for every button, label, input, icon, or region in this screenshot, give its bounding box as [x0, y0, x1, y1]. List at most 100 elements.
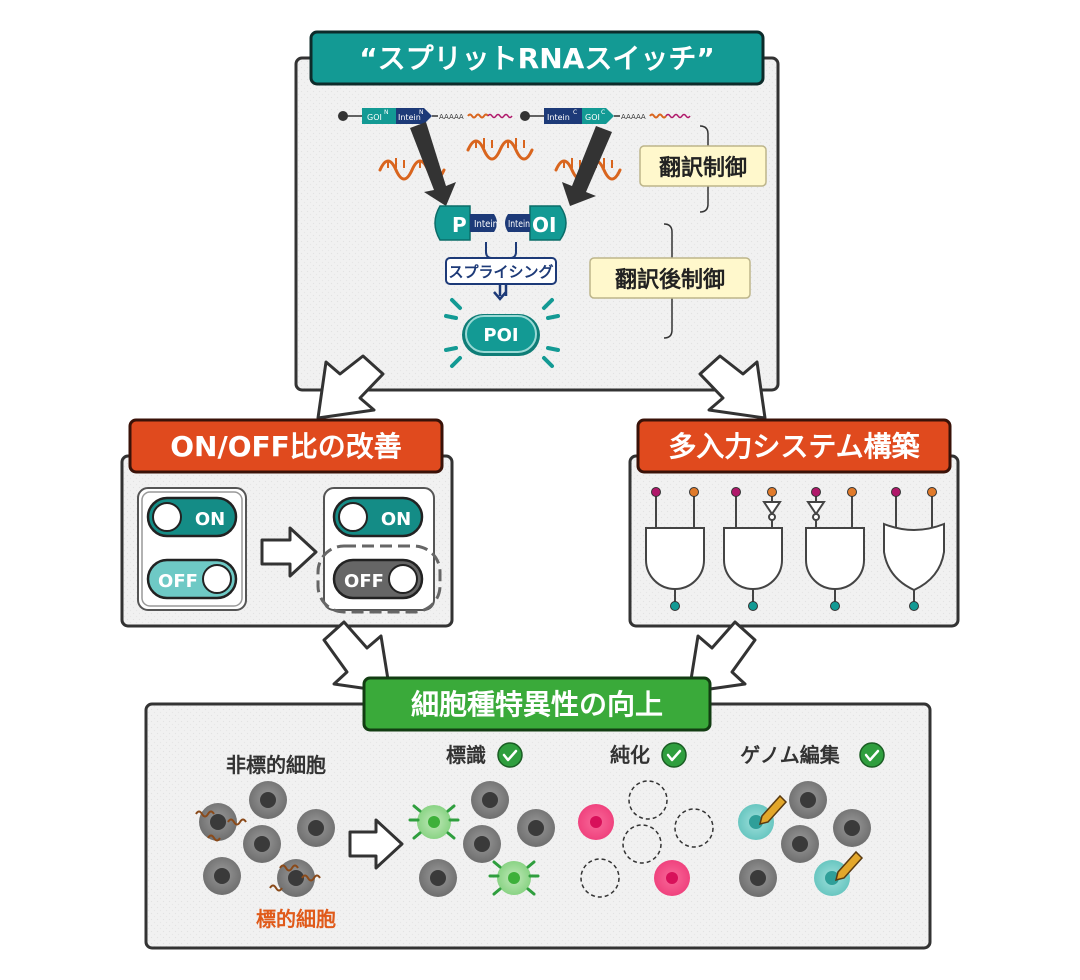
- cell-population-purification: [578, 780, 714, 898]
- translation-arrow-right: [562, 126, 612, 206]
- polya-c: AAAAA: [621, 113, 646, 121]
- flow-arrow-right-to-bottom: [687, 620, 757, 694]
- flow-arrow-left-to-bottom: [322, 620, 392, 694]
- svg-text:OFF: OFF: [158, 571, 198, 592]
- rna-strand-icon: [466, 139, 534, 161]
- off-highlight-dashed: [316, 544, 442, 614]
- application-genome-editing: ゲノム編集: [740, 742, 885, 768]
- svg-text:C: C: [601, 109, 605, 116]
- cell-population-labeling: [408, 781, 555, 897]
- svg-text:純化: 純化: [610, 743, 650, 767]
- svg-text:N: N: [384, 109, 389, 116]
- cell-gray-icon: [419, 859, 457, 897]
- goi-n-block: [362, 108, 396, 124]
- bottom-panel-title: 細胞種特異性の向上: [411, 688, 663, 721]
- top-panel-title: “スプリットRNAスイッチ”: [359, 42, 714, 75]
- svg-text:Intein: Intein: [547, 113, 570, 122]
- right-panel-title: 多入力システム構築: [668, 430, 920, 463]
- or-gate-icon: [883, 494, 945, 604]
- polya-n: AAAAA: [439, 113, 464, 121]
- svg-text:C: C: [573, 109, 577, 116]
- svg-text:P: P: [452, 213, 467, 237]
- bottom-panel-title-bg: [362, 676, 712, 732]
- right-panel: 多入力システム構築: [628, 418, 960, 628]
- translation-control-box: [639, 145, 767, 187]
- cell-population-editing: [738, 781, 871, 897]
- application-labeling: 標識: [446, 742, 523, 768]
- cell-gray-icon: [833, 809, 871, 847]
- translation-control-label: 翻訳制御: [659, 155, 747, 181]
- svg-text:GOI: GOI: [585, 113, 600, 122]
- removed-cell-icon: [628, 780, 668, 820]
- application-purification: 純化: [610, 742, 687, 768]
- intein-c-block: [544, 108, 582, 124]
- glow-rays-icon: [408, 804, 540, 896]
- svg-text:Intein: Intein: [508, 219, 530, 230]
- check-icon: [661, 742, 687, 768]
- cell-gray-icon: [243, 825, 281, 863]
- cell-gray-icon: [517, 809, 555, 847]
- goi-c-block: [582, 108, 614, 124]
- splicing-label: スプライシング: [448, 263, 553, 281]
- removed-cell-icon: [580, 858, 620, 898]
- on-switch-after: ON: [332, 496, 424, 538]
- off-switch-after: OFF: [332, 558, 424, 600]
- split-fragment-right: OI Intein: [505, 205, 567, 241]
- translation-arrow-left: [410, 122, 456, 206]
- pencil-edit-icon: [758, 794, 864, 882]
- off-switch-before: OFF: [146, 558, 238, 600]
- on-switch-before: ON: [146, 496, 238, 538]
- check-icon: [497, 742, 523, 768]
- left-panel: ON/OFF比の改善 ON OFF ON OFF: [120, 418, 454, 628]
- target-cells-label: 標的細胞: [256, 907, 336, 931]
- left-panel-title-bg: [128, 418, 444, 474]
- cell-gray-icon: [789, 781, 827, 819]
- cell-pink-icon: [654, 860, 690, 896]
- svg-text:OFF: OFF: [344, 571, 384, 592]
- cell-green-icon: [497, 861, 531, 895]
- selection-arrow-icon: [348, 818, 404, 870]
- goi-n-label: GOI: [367, 113, 382, 122]
- post-translation-control-label: 翻訳後制御: [615, 267, 725, 293]
- cell-population-mixed: [195, 781, 335, 897]
- cell-gray-icon: [739, 859, 777, 897]
- removed-cell-icon: [622, 824, 662, 864]
- cell-gray-icon: [781, 825, 819, 863]
- cell-pink-icon: [578, 804, 614, 840]
- cell-gray-icon: [463, 825, 501, 863]
- construct-n: GOI N Intein N AAAAA: [338, 108, 513, 124]
- rna-marker-icon: [195, 810, 321, 892]
- and-gate-not-b-icon: [723, 494, 783, 604]
- cell-gray-icon: [471, 781, 509, 819]
- poi-label: POI: [483, 325, 518, 346]
- check-icon: [859, 742, 885, 768]
- gate-output-dots: [670, 601, 919, 611]
- svg-text:OI: OI: [532, 213, 556, 237]
- svg-text:標識: 標識: [446, 743, 486, 767]
- svg-text:N: N: [419, 109, 424, 116]
- poi-product: POI: [444, 298, 560, 368]
- flow-arrow-right-down: [698, 354, 767, 420]
- svg-text:Intein: Intein: [474, 219, 498, 230]
- glow-rays-icon: [444, 298, 560, 368]
- improvement-arrow-icon: [260, 526, 318, 578]
- cell-gray-icon: [199, 803, 237, 841]
- bottom-panel: 細胞種特異性の向上 非標的細胞 標的細胞 標識 純化 ゲノム編集: [144, 676, 932, 950]
- rna-ticks: [387, 138, 613, 168]
- cell-gray-icon: [249, 781, 287, 819]
- left-panel-title: ON/OFF比の改善: [170, 430, 402, 463]
- construct-c: Intein C GOI C AAAAA: [520, 108, 691, 124]
- right-panel-title-bg: [636, 418, 952, 474]
- cell-green-icon: [417, 805, 451, 839]
- removed-cell-icon: [674, 808, 714, 848]
- top-panel: “スプリットRNAスイッチ” GOI N Intein N AAAAA Inte…: [294, 30, 780, 392]
- flow-arrow-left-down: [316, 354, 385, 420]
- svg-text:ON: ON: [195, 509, 225, 530]
- top-panel-title-bg: [309, 30, 765, 86]
- cell-gray-icon: [297, 809, 335, 847]
- intein-n-block: [396, 108, 432, 124]
- svg-text:ゲノム編集: ゲノム編集: [740, 743, 840, 767]
- gate-input-dots: [651, 487, 937, 497]
- cell-gray-icon: [203, 857, 241, 895]
